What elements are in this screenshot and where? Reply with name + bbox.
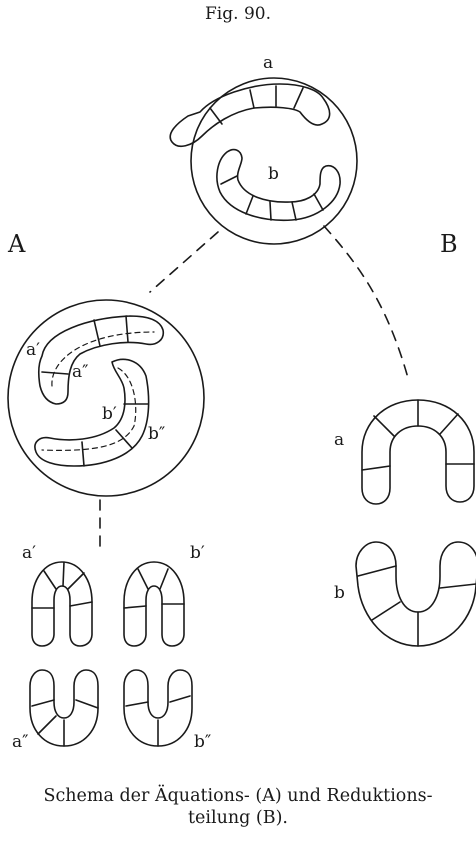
product-b-double-prime xyxy=(124,670,192,746)
caption-line-1: Schema der Äquations- (A) und Reduktions… xyxy=(0,786,476,808)
group-label-A: A xyxy=(8,232,25,256)
label-product-b-prime: b′ xyxy=(190,545,205,562)
label-B-a: a xyxy=(334,432,344,449)
label-cell-b-double-prime: b″ xyxy=(148,426,165,443)
caption-line-2: teilung (B). xyxy=(0,808,476,830)
label-cell-b-prime: b′ xyxy=(102,406,117,423)
connector-to-A xyxy=(150,232,218,292)
label-product-b-double-prime: b″ xyxy=(194,734,211,751)
label-cell-a-prime: a′ xyxy=(26,342,40,359)
group-label-B: B xyxy=(440,232,458,256)
connector-to-B xyxy=(324,226,408,378)
product-a-B xyxy=(362,400,474,504)
chromosome-a-split xyxy=(39,316,164,404)
label-top-a: a xyxy=(263,55,273,72)
label-B-b: b xyxy=(334,585,345,602)
product-b-prime xyxy=(124,562,184,646)
chromosome-b-split xyxy=(35,359,149,466)
label-cell-a-double-prime: a″ xyxy=(72,364,89,381)
label-product-a-double-prime: a″ xyxy=(12,734,29,751)
label-product-a-prime: a′ xyxy=(22,545,36,562)
label-top-b: b xyxy=(268,166,279,183)
product-a-double-prime xyxy=(30,670,98,746)
product-b-B xyxy=(356,542,476,646)
figure-number: Fig. 90. xyxy=(0,6,476,23)
chromosome-b-top xyxy=(217,150,340,221)
product-a-prime xyxy=(32,562,92,646)
cell-A-outline xyxy=(8,300,204,496)
